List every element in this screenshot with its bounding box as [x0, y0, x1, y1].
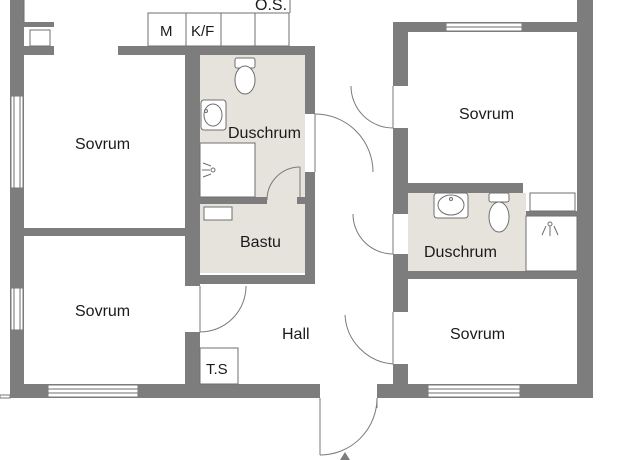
sink-right-icon: [433, 192, 469, 219]
shower-left-icon: [199, 142, 256, 198]
room-label-bedroom-top-left: Sovrum: [75, 136, 130, 153]
room-label-os: O.S.: [255, 0, 287, 14]
room-label-shower-right: Duschrum: [424, 244, 497, 261]
room-label-shower-left: Duschrum: [228, 125, 301, 142]
room-label-bedroom-mid-left: Sovrum: [75, 303, 130, 320]
room-label-hall: Hall: [282, 326, 310, 343]
interior-walls: [24, 22, 577, 398]
shower-right-icon: [525, 192, 578, 272]
fixture-label-fridge: K/F: [191, 23, 214, 40]
doors: [199, 85, 394, 460]
toilet-right-icon: [488, 192, 510, 233]
toilet-left-icon: [234, 57, 256, 95]
room-label-bedroom-bottom-right: Sovrum: [450, 326, 505, 343]
fixture-label-drying-cabinet: T.S: [206, 361, 228, 378]
room-label-sauna: Bastu: [240, 234, 281, 251]
top-cabinets: [23, 0, 291, 47]
sink-left-icon: [200, 99, 227, 131]
sauna-heater-icon: [203, 206, 233, 221]
room-label-bedroom-top-right: Sovrum: [459, 106, 514, 123]
drying-cabinet: [199, 347, 239, 385]
windows: [0, 22, 523, 399]
fixture-label-washer: M: [160, 23, 173, 40]
